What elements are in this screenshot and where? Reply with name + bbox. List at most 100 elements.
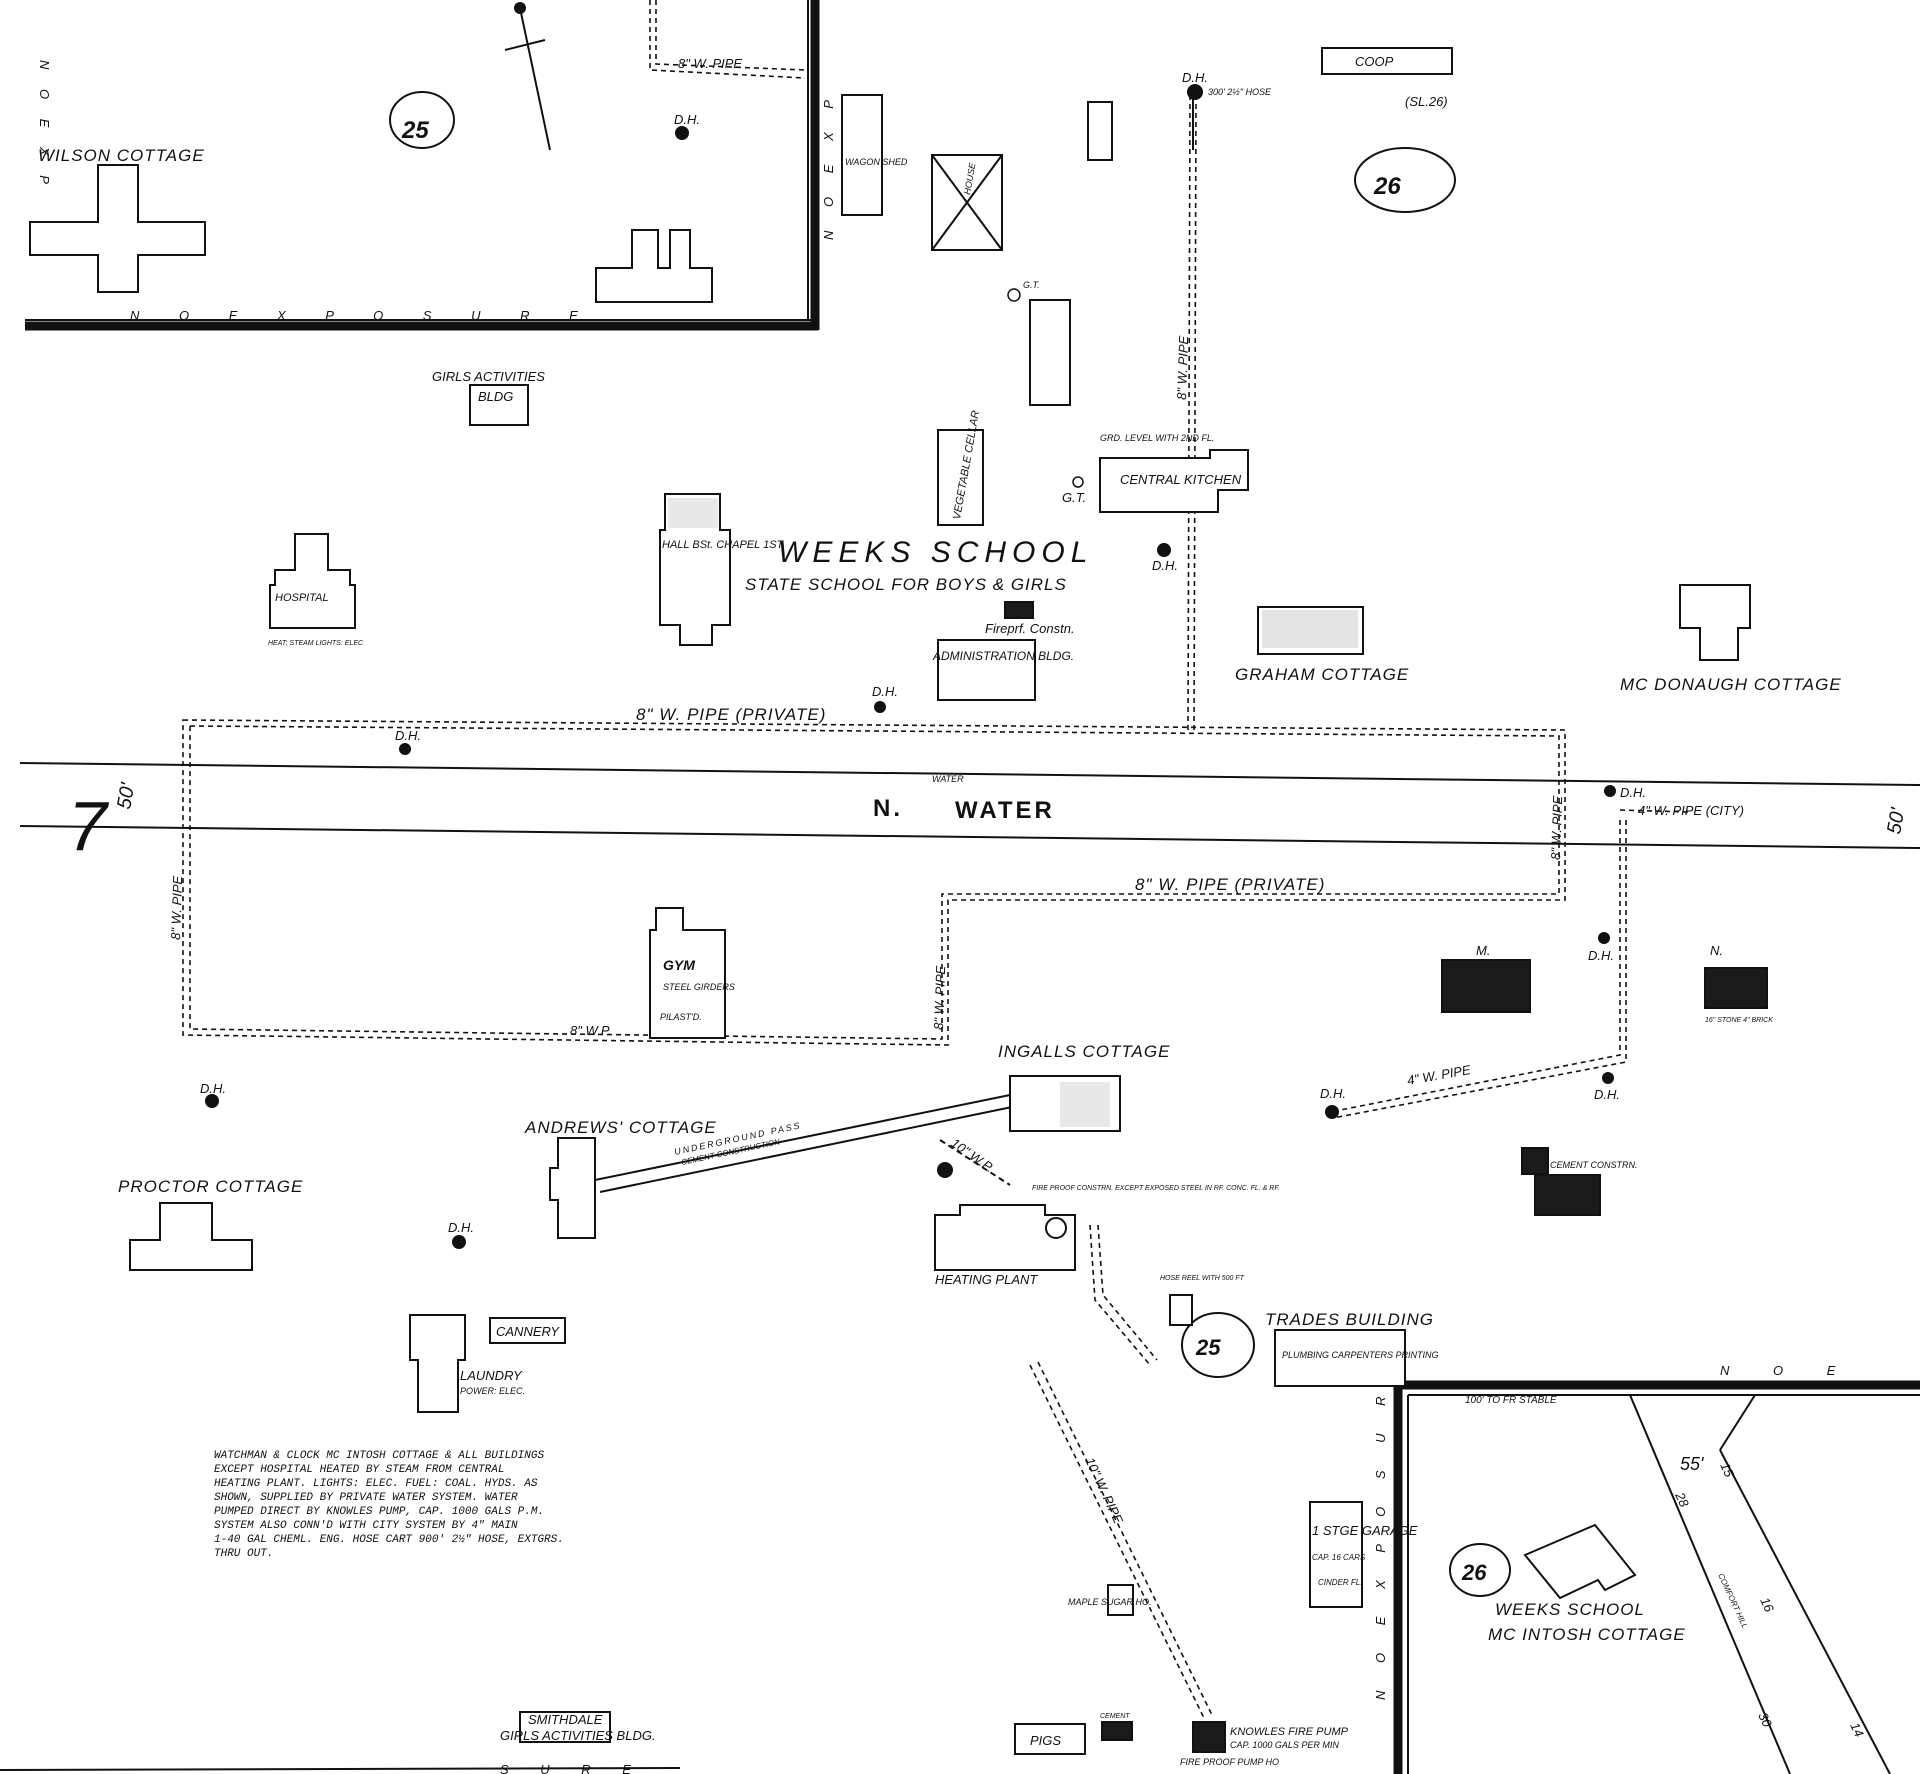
trades-building-note: PLUMBING CARPENTERS PRINTING xyxy=(1282,1350,1439,1360)
n-label: N. xyxy=(1710,943,1723,958)
pipe-label-11: 10" W.P. xyxy=(948,1135,996,1175)
fireproof-building xyxy=(1004,601,1034,619)
svg-text:EXCEPT HOSPITAL HEATED BY STEA: EXCEPT HOSPITAL HEATED BY STEAM FROM CEN… xyxy=(214,1464,504,1476)
graham-cottage-label: GRAHAM COTTAGE xyxy=(1235,665,1409,684)
exposure-label-bottom-right-top: N O E xyxy=(1720,1363,1855,1378)
smithdale-building xyxy=(519,1711,611,1743)
mcintosh-cottage-building xyxy=(1523,1523,1637,1600)
hydrant-label-5: D.H. xyxy=(395,728,421,743)
street-prefix: N. xyxy=(873,795,903,822)
pipe-label-5: 8" W. PIPE (PRIVATE) xyxy=(1135,875,1325,894)
girls-activities-bldg-label: BLDG xyxy=(478,389,513,404)
maple-sugar-label: MAPLE SUGAR HO. xyxy=(1068,1597,1152,1607)
block-number-26a: 26 xyxy=(1354,147,1456,213)
pipe-label-10: 4" W. PIPE xyxy=(1406,1062,1472,1088)
cement-small-label: CEMENT xyxy=(1100,1713,1130,1720)
flagpole xyxy=(519,7,551,151)
girls-activities-label: GIRLS ACTIVITIES xyxy=(432,369,545,384)
wagon-shed-label: WAGON SHED xyxy=(845,157,908,167)
svg-text:1-40 GAL CHEML. ENG. HOSE CART: 1-40 GAL CHEML. ENG. HOSE CART 900' 2½" … xyxy=(214,1534,564,1546)
laundry-note: POWER: ELEC. xyxy=(460,1386,525,1396)
hydrant-label-4: D.H. xyxy=(872,684,898,699)
pigs-label: PIGS xyxy=(1030,1733,1061,1748)
exposure-label-bottom-right-side: N O E X P O S U R E xyxy=(1373,1348,1388,1700)
hydrant-label-2: D.H. xyxy=(1182,70,1208,85)
small-shed-building xyxy=(1087,101,1113,161)
exposure-label-top: N O E X P O S U R E xyxy=(130,308,596,323)
svg-text:26: 26 xyxy=(1373,173,1401,200)
road-num-30: 30 xyxy=(1755,1710,1775,1730)
andrews-cottage-label: ANDREWS' COTTAGE xyxy=(524,1118,717,1137)
coop-label: COOP xyxy=(1355,54,1394,69)
pipe-label-8: 8" W. PIPE xyxy=(931,965,948,1030)
smithdale-bldg-label: GIRLS ACTIVITIES BLDG. xyxy=(500,1728,656,1743)
knowles-pump-building xyxy=(1192,1721,1226,1753)
hydrant-label-11: D.H. xyxy=(448,1220,474,1235)
knowles-pump-note: CAP. 1000 GALS PER MIN xyxy=(1230,1740,1339,1750)
school-title: WEEKS SCHOOL xyxy=(778,536,1093,569)
cinder-label: CINDER FL. xyxy=(1318,1578,1362,1587)
cannery-building xyxy=(489,1317,566,1344)
mcdonaugh-cottage-building xyxy=(1679,584,1751,661)
n-building xyxy=(1704,967,1768,1009)
stable-note: 100' TO FR STABLE xyxy=(1465,1395,1557,1406)
hydrant-label-3: D.H. xyxy=(1152,558,1178,573)
flagpole-cross xyxy=(504,39,546,51)
wilson-cottage-building xyxy=(29,164,206,293)
cannery-label: CANNERY xyxy=(496,1324,560,1339)
m-label: M. xyxy=(1476,943,1490,958)
administration-label: ADMINISTRATION BLDG. xyxy=(932,649,1074,663)
street-width-left: 50' xyxy=(113,780,139,811)
pipe-label-9: 4" W. PIPE (CITY) xyxy=(1638,803,1744,818)
girls-activities-building xyxy=(469,384,529,426)
proctor-cottage-building xyxy=(129,1202,253,1271)
heating-plant-building xyxy=(934,1204,1076,1271)
smokestack xyxy=(1045,1217,1067,1239)
block-number-26b: 26 xyxy=(1449,1543,1511,1597)
heating-plant-note: FIRE PROOF CONSTRN. EXCEPT EXPOSED STEEL… xyxy=(1032,1185,1280,1192)
hose-reel-label: HOSE REEL WITH 500 FT xyxy=(1160,1275,1245,1282)
hydrant-label-9: D.H. xyxy=(200,1081,226,1096)
mcintosh-school-label: WEEKS SCHOOL xyxy=(1495,1600,1645,1619)
street-width-right: 50' xyxy=(1883,805,1909,836)
wagon-shed-building xyxy=(841,94,883,216)
laundry-label: LAUNDRY xyxy=(460,1368,523,1383)
coop-building xyxy=(1321,47,1453,75)
hose-reel-building xyxy=(1169,1294,1193,1326)
girls-activities-top-building xyxy=(595,229,713,303)
pipe-label-12: 10" W. PIPE xyxy=(1082,1455,1126,1526)
cement-small-building xyxy=(1101,1721,1133,1741)
svg-text:PUMPED DIRECT BY KNOWLES PUMP,: PUMPED DIRECT BY KNOWLES PUMP, CAP. 1000… xyxy=(214,1506,544,1518)
laundry-building xyxy=(409,1314,466,1413)
trades-building-label: TRADES BUILDING xyxy=(1265,1310,1434,1329)
flagpole-top xyxy=(514,2,526,14)
water-pipes xyxy=(182,0,1691,1721)
stone-brick-label: 16" STONE 4" BRICK xyxy=(1705,1017,1773,1024)
trades-building xyxy=(1274,1329,1406,1387)
cement-building xyxy=(1534,1174,1601,1216)
fireproof-label: Fireprf. Constn. xyxy=(985,621,1075,636)
central-kitchen-building xyxy=(1099,449,1249,513)
exposure-label-right-side: N O E X P xyxy=(821,90,836,240)
svg-text:26: 26 xyxy=(1461,1560,1487,1585)
sl26-label: (SL.26) xyxy=(1405,94,1448,109)
maple-sugar-building xyxy=(1107,1584,1134,1616)
road-width-55: 55' xyxy=(1680,1454,1704,1474)
gate-marker-1 xyxy=(1007,288,1021,302)
storage-building-1 xyxy=(1029,299,1071,406)
comfort-hill-road xyxy=(1629,1394,1891,1774)
exposure-label-bottom: S U R E xyxy=(500,1762,645,1774)
mcintosh-cottage-label: MC INTOSH COTTAGE xyxy=(1488,1625,1686,1644)
andrews-cottage-building xyxy=(549,1137,596,1239)
road-num-14: 14 xyxy=(1847,1720,1867,1739)
ingalls-cottage-label: INGALLS COTTAGE xyxy=(998,1042,1170,1061)
sheet-number: 7 xyxy=(68,787,110,865)
hospital-note: HEAT: STEAM LIGHTS: ELEC xyxy=(268,640,364,647)
gate-marker-2 xyxy=(1072,476,1084,488)
street-small-label: WATER xyxy=(932,774,964,784)
hospital-label: HOSPITAL xyxy=(275,592,329,604)
svg-text:WATCHMAN & CLOCK MC INTOSH COT: WATCHMAN & CLOCK MC INTOSH COTTAGE & ALL… xyxy=(214,1450,544,1462)
hydrant-label-7: D.H. xyxy=(1588,948,1614,963)
central-kitchen-note: GRD. LEVEL WITH 2ND FL. xyxy=(1100,433,1214,443)
